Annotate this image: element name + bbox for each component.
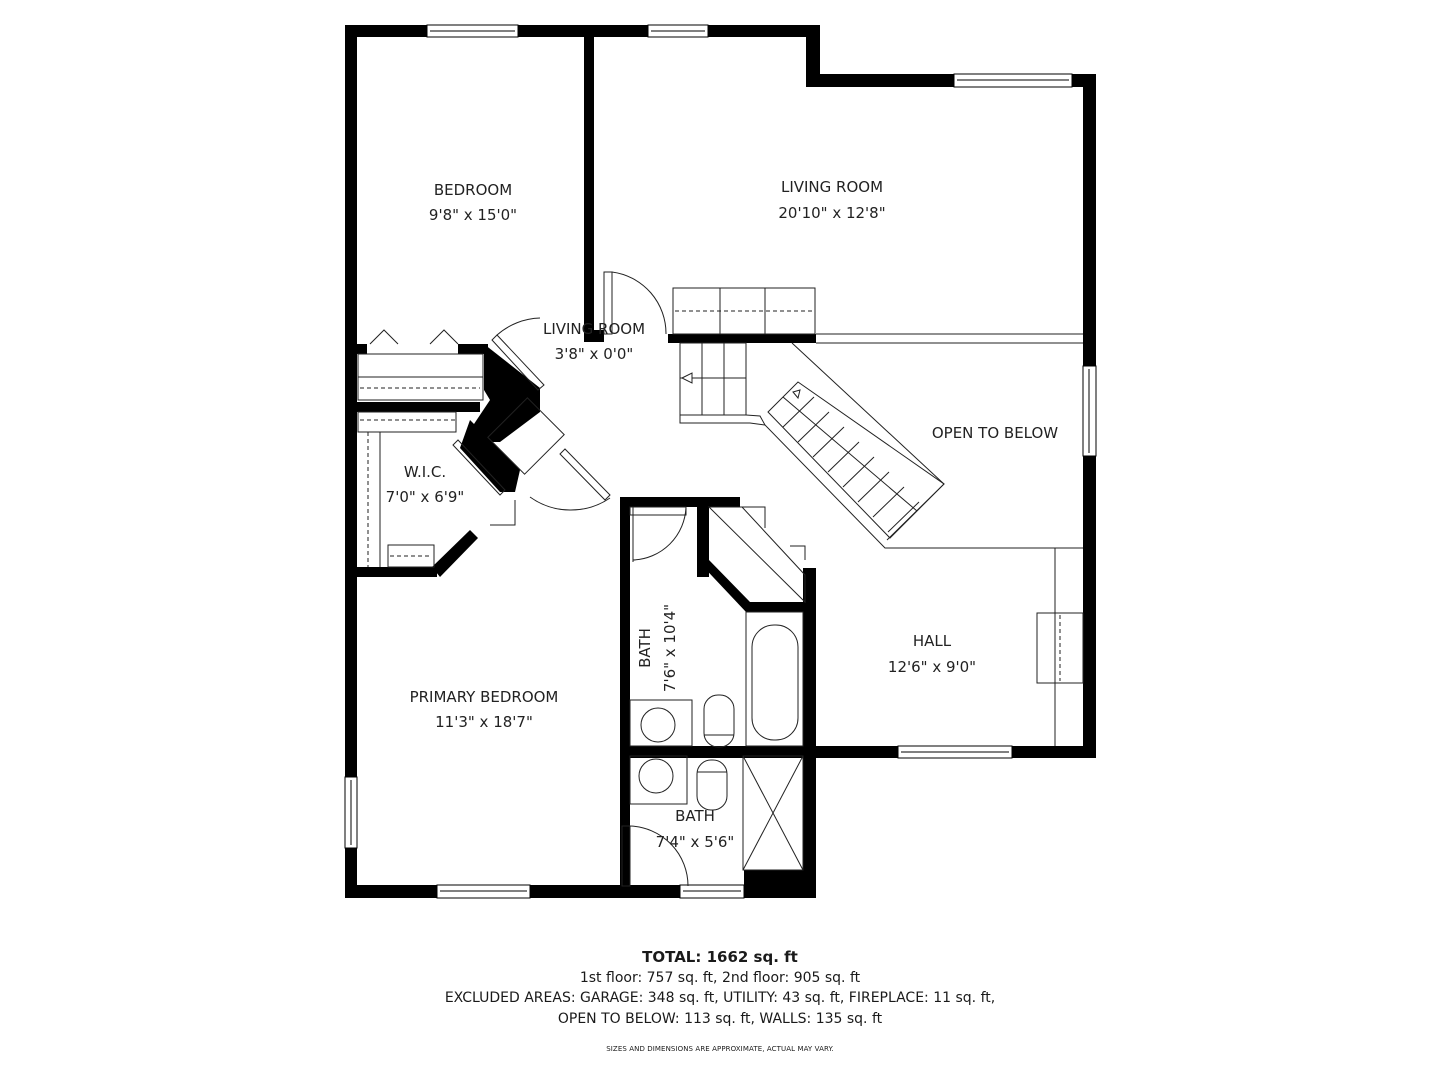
room-name-wic: W.I.C. (404, 463, 446, 481)
room-dims-hall: 12'6" x 9'0" (888, 658, 976, 676)
total-area: TOTAL: 1662 sq. ft (642, 948, 798, 966)
disclaimer: SIZES AND DIMENSIONS ARE APPROXIMATE, AC… (606, 1045, 834, 1053)
room-dims-bath-main: 7'6" x 10'4" (661, 604, 679, 692)
exterior-walls (345, 25, 1096, 898)
excluded-areas-line-2: OPEN TO BELOW: 113 sq. ft, WALLS: 135 sq… (557, 1011, 883, 1027)
room-name-living-room-nook: LIVING ROOM (543, 320, 645, 338)
room-name-bath-small: BATH (675, 807, 715, 825)
room-dims-wic: 7'0" x 6'9" (386, 488, 465, 506)
room-name-bath-main: BATH (636, 628, 654, 668)
room-name-open-to-below: OPEN TO BELOW (932, 424, 1058, 442)
room-name-hall: HALL (913, 632, 952, 650)
interior-walls (345, 37, 820, 897)
room-dims-primary-bedroom: 11'3" x 18'7" (435, 713, 533, 731)
floor-plan: BEDROOM 9'8" x 15'0" LIVING ROOM 20'10" … (344, 24, 1097, 899)
room-name-primary-bedroom: PRIMARY BEDROOM (410, 688, 559, 706)
room-name-living-room: LIVING ROOM (781, 178, 883, 196)
room-dims-bedroom: 9'8" x 15'0" (429, 206, 517, 224)
windows (344, 24, 1097, 899)
room-labels: BEDROOM 9'8" x 15'0" LIVING ROOM 20'10" … (386, 178, 1059, 851)
room-name-bedroom: BEDROOM (434, 181, 512, 199)
room-dims-living-room: 20'10" x 12'8" (778, 204, 885, 222)
fixtures (357, 287, 1084, 871)
excluded-areas-line-1: EXCLUDED AREAS: GARAGE: 348 sq. ft, UTIL… (444, 990, 996, 1006)
room-dims-living-room-nook: 3'8" x 0'0" (555, 345, 634, 363)
floor-areas: 1st floor: 757 sq. ft, 2nd floor: 905 sq… (579, 970, 861, 986)
room-dims-bath-small: 7'4" x 5'6" (656, 833, 735, 851)
doors (452, 271, 689, 887)
